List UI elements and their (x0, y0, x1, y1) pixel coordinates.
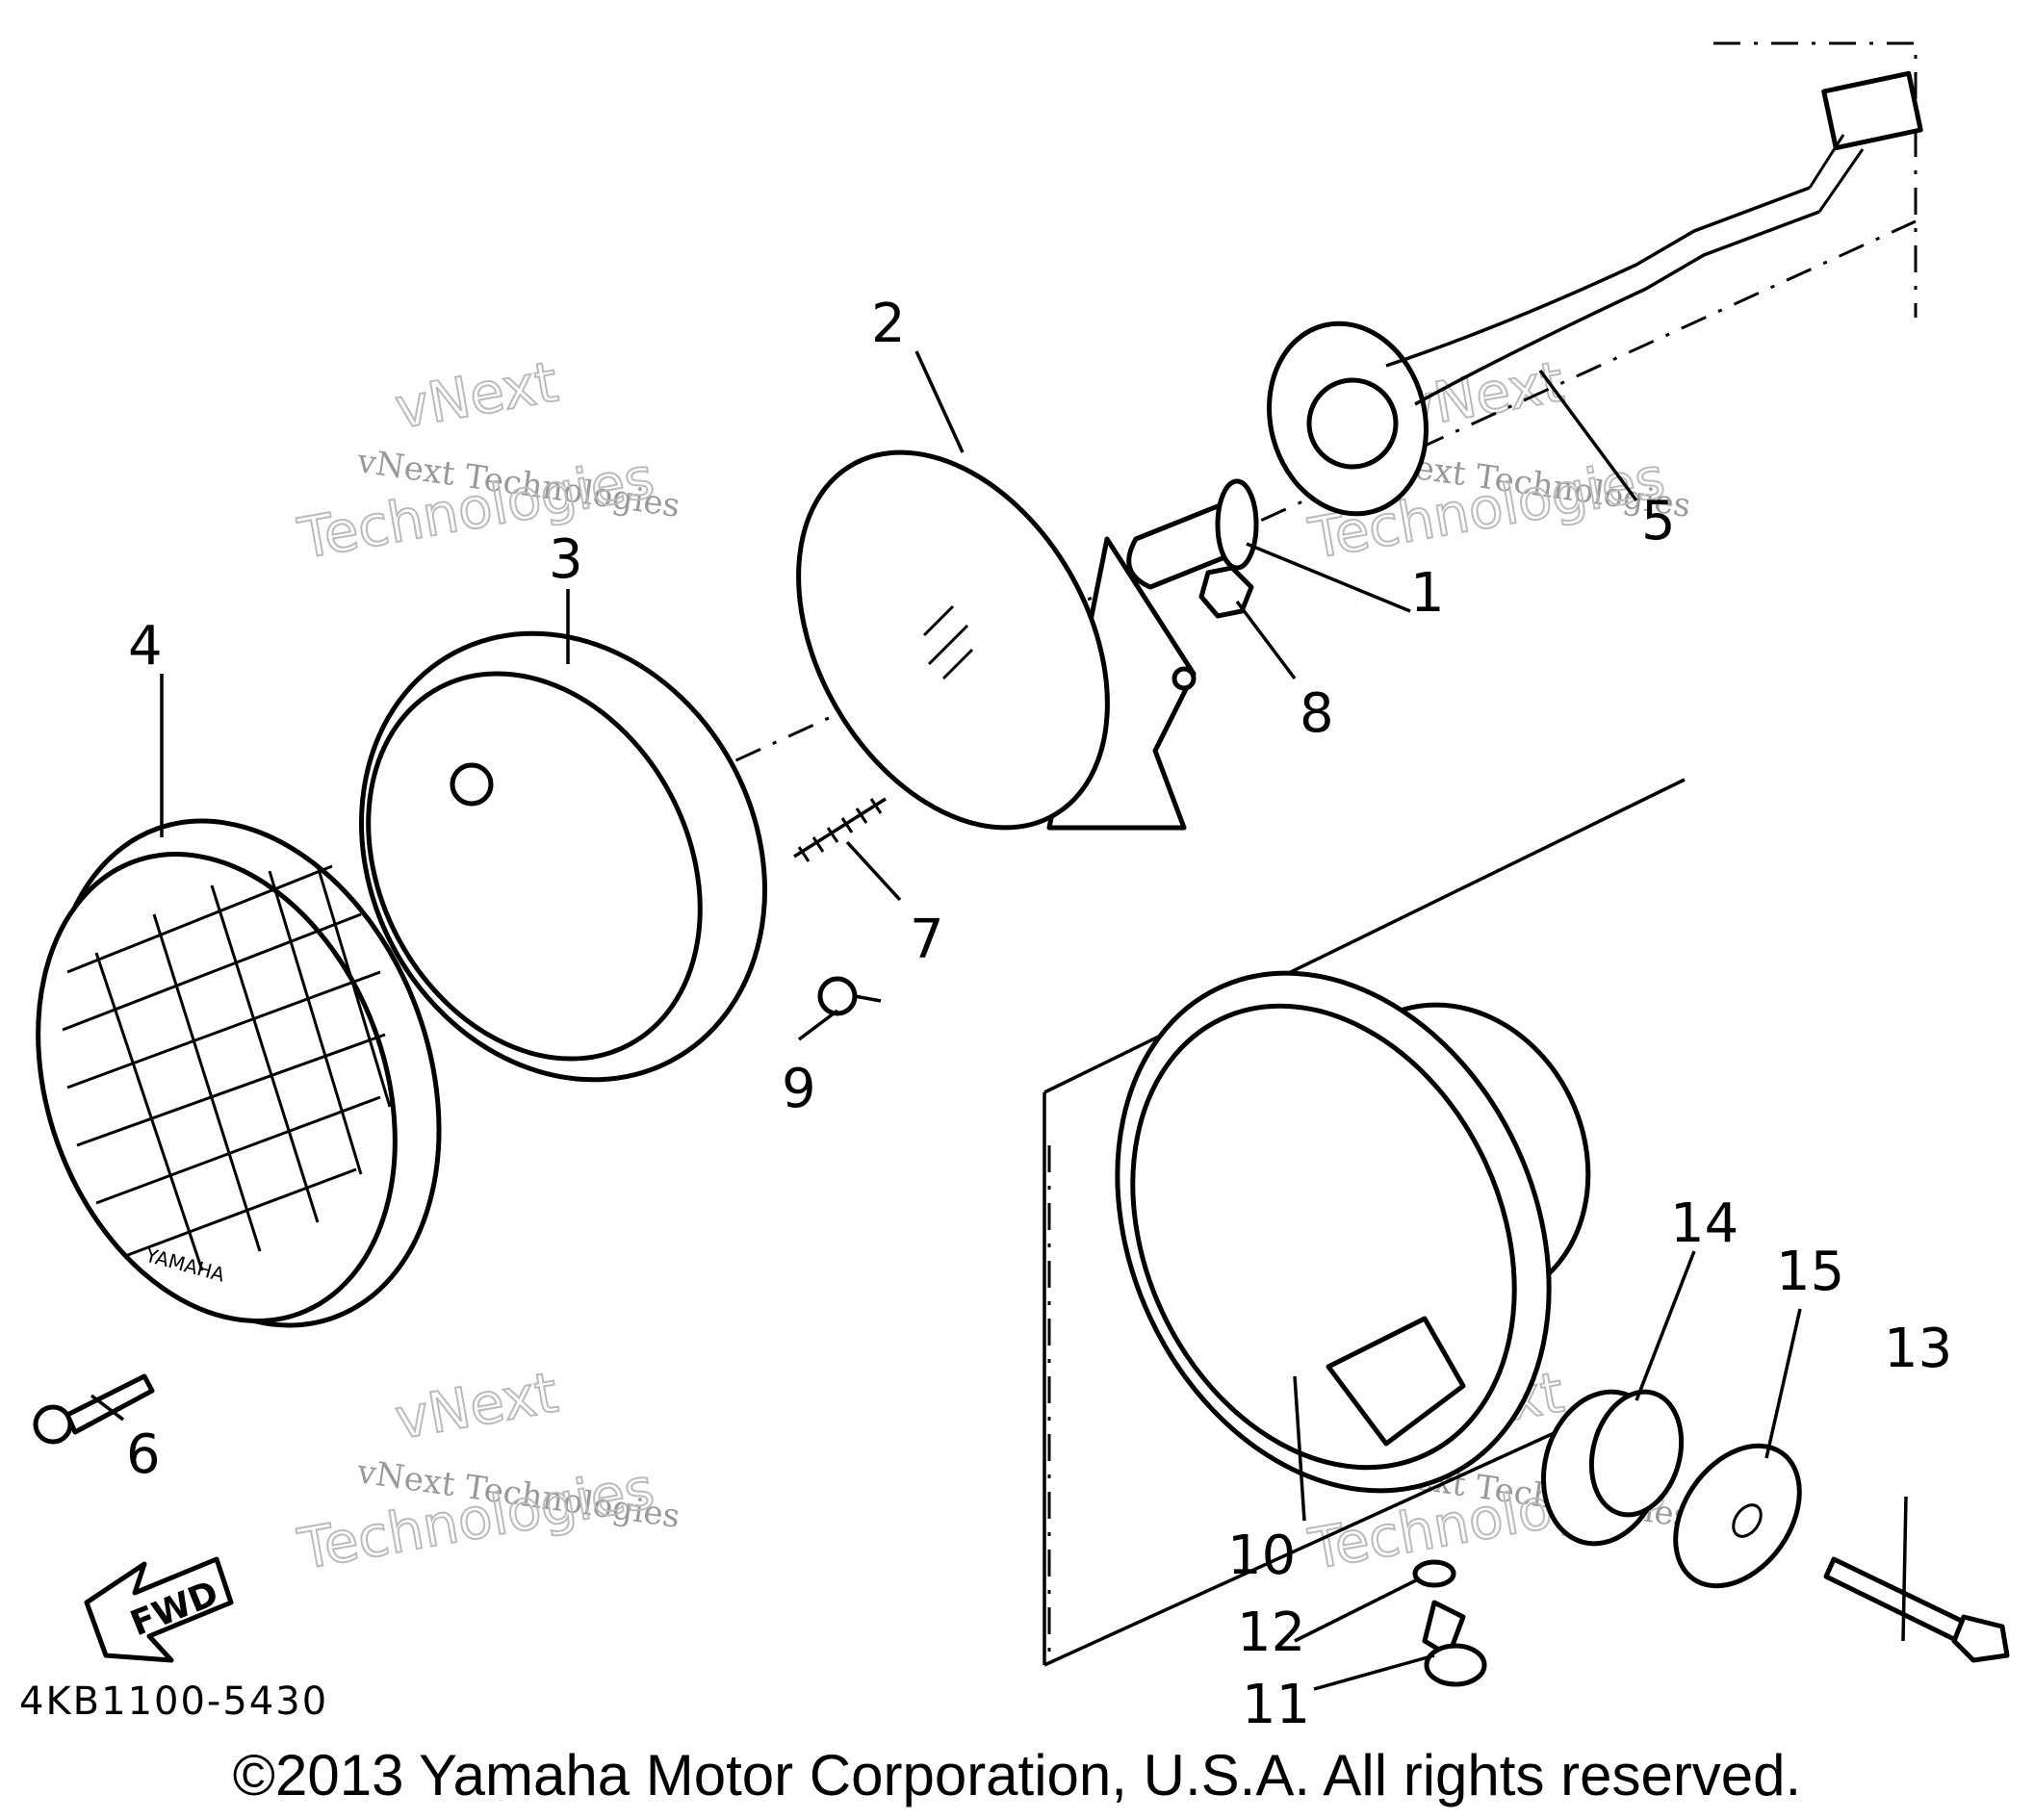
label-part-11: 11 (1242, 1674, 1310, 1736)
socket-cord (1267, 70, 1923, 517)
spring (793, 797, 887, 862)
label-part-1: 1 (1410, 562, 1445, 625)
headlight-bulb (1126, 478, 1259, 590)
label-part-5: 5 (1641, 490, 1676, 552)
copyright-notice: ©2013 Yamaha Motor Corporation, U.S.A. A… (232, 1743, 1802, 1807)
leader-lines (90, 350, 1908, 1691)
watermark-top-left: vNext vNext Technologies Technologies (293, 347, 682, 573)
diagram-code: 4KB1100-5430 (19, 1679, 329, 1724)
svg-text:vNext: vNext (391, 1359, 563, 1451)
watermark-bottom-left: vNext vNext Technologies Technologies (293, 1358, 682, 1583)
sealed-beam-unit (796, 449, 1197, 831)
headlight-ring (359, 630, 767, 1083)
bolt-6 (33, 1373, 155, 1445)
headlight-housing (1115, 970, 1591, 1494)
label-part-9: 9 (782, 1058, 816, 1120)
label-part-6: 6 (126, 1423, 161, 1486)
assembly-axis (682, 41, 1918, 786)
label-part-13: 13 (1884, 1318, 1952, 1380)
bolt-13 (1823, 1556, 2010, 1663)
label-part-10: 10 (1227, 1525, 1296, 1587)
label-part-7: 7 (910, 909, 944, 971)
label-part-14: 14 (1670, 1192, 1738, 1255)
label-part-12: 12 (1237, 1602, 1305, 1664)
screw-9 (817, 976, 882, 1016)
lower-frame (1043, 778, 1686, 1667)
fwd-arrow-icon: FWD (84, 1556, 234, 1663)
washer (1412, 1559, 1456, 1588)
label-part-4: 4 (128, 615, 163, 678)
cover-cap (1673, 1443, 1802, 1589)
label-part-8: 8 (1300, 682, 1334, 745)
headlight-rim-with-grille: YAMAHA (36, 818, 442, 1328)
label-part-3: 3 (549, 528, 583, 591)
grommet (1540, 1389, 1685, 1547)
screw-11 (1422, 1600, 1487, 1687)
label-part-2: 2 (871, 293, 906, 355)
svg-text:vNext: vNext (391, 348, 563, 441)
label-part-15: 15 (1776, 1241, 1844, 1303)
